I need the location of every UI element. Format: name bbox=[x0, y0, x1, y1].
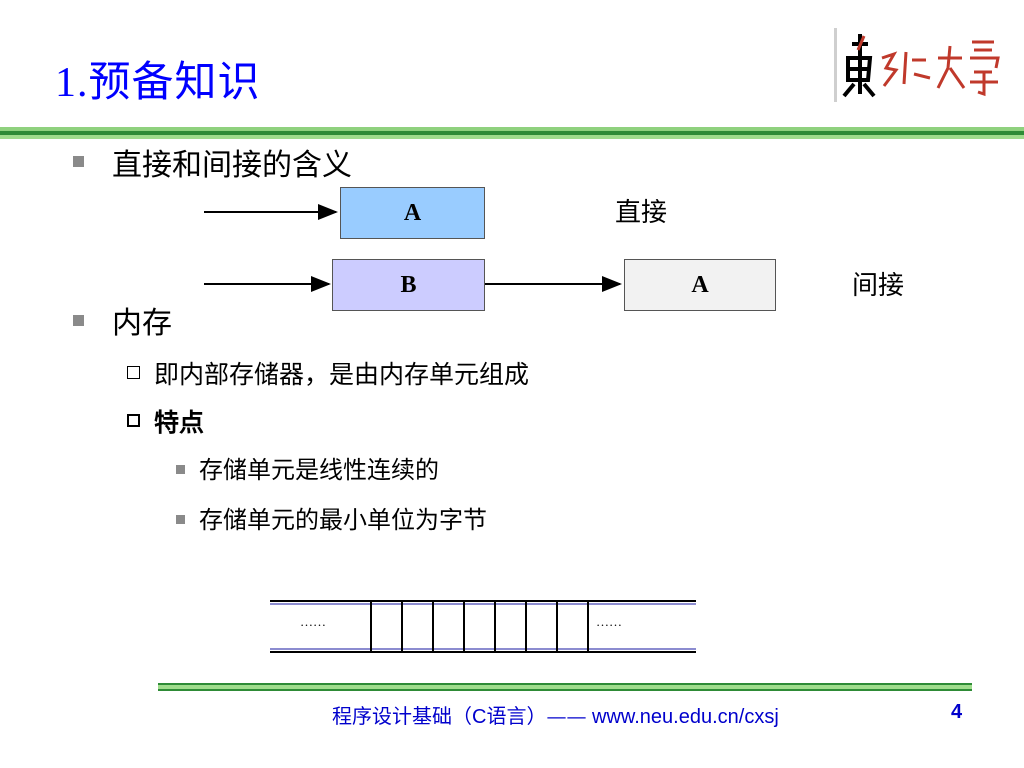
hollow-square-icon bbox=[127, 366, 140, 379]
title-number: 1. bbox=[55, 60, 89, 106]
sub-bullet-features: 特点 bbox=[154, 408, 205, 437]
footer-course-name: 程序设计基础（ bbox=[332, 704, 472, 728]
bullet-square-icon bbox=[73, 156, 84, 167]
indirect-box-b: B bbox=[332, 259, 485, 311]
footer-course: 程序设计基础（C语言）—— www.neu.edu.cn/cxsj bbox=[332, 700, 779, 729]
footer-lang: 语言） bbox=[486, 704, 547, 728]
bullet-square-icon bbox=[176, 465, 185, 474]
indirect-label: 间接 bbox=[852, 271, 905, 301]
bullet-memory: 内存 bbox=[112, 306, 172, 341]
logo-calligraphy bbox=[842, 34, 1000, 98]
page-title: 1.预备知识 bbox=[55, 48, 261, 109]
sub-bullet-memory-def: 即内部存储器，是由内存单元组成 bbox=[154, 360, 530, 389]
footer-c: C bbox=[472, 706, 487, 728]
footer-dash: —— bbox=[546, 704, 587, 728]
direct-label: 直接 bbox=[615, 198, 668, 228]
memory-cells-strip bbox=[270, 600, 696, 653]
feature-byte: 存储单元的最小单位为字节 bbox=[199, 506, 487, 534]
bullet-square-icon bbox=[73, 315, 84, 326]
page-number: 4 bbox=[951, 701, 963, 723]
footer-rule bbox=[158, 683, 972, 691]
logo-divider bbox=[834, 28, 837, 102]
bullet-direct-indirect: 直接和间接的含义 bbox=[112, 148, 352, 183]
indirect-box-a: A bbox=[624, 259, 776, 311]
hollow-square-icon bbox=[127, 414, 140, 427]
university-logo bbox=[834, 28, 1006, 102]
memory-left-ellipsis: …… bbox=[300, 614, 326, 629]
memory-right-ellipsis: …… bbox=[596, 614, 622, 629]
title-text: 预备知识 bbox=[88, 57, 261, 106]
direct-box-a: A bbox=[340, 187, 485, 239]
feature-linear: 存储单元是线性连续的 bbox=[199, 456, 439, 484]
bullet-square-icon bbox=[176, 515, 185, 524]
footer-url[interactable]: www.neu.edu.cn/cxsj bbox=[586, 706, 779, 728]
header-rule bbox=[0, 127, 1024, 139]
